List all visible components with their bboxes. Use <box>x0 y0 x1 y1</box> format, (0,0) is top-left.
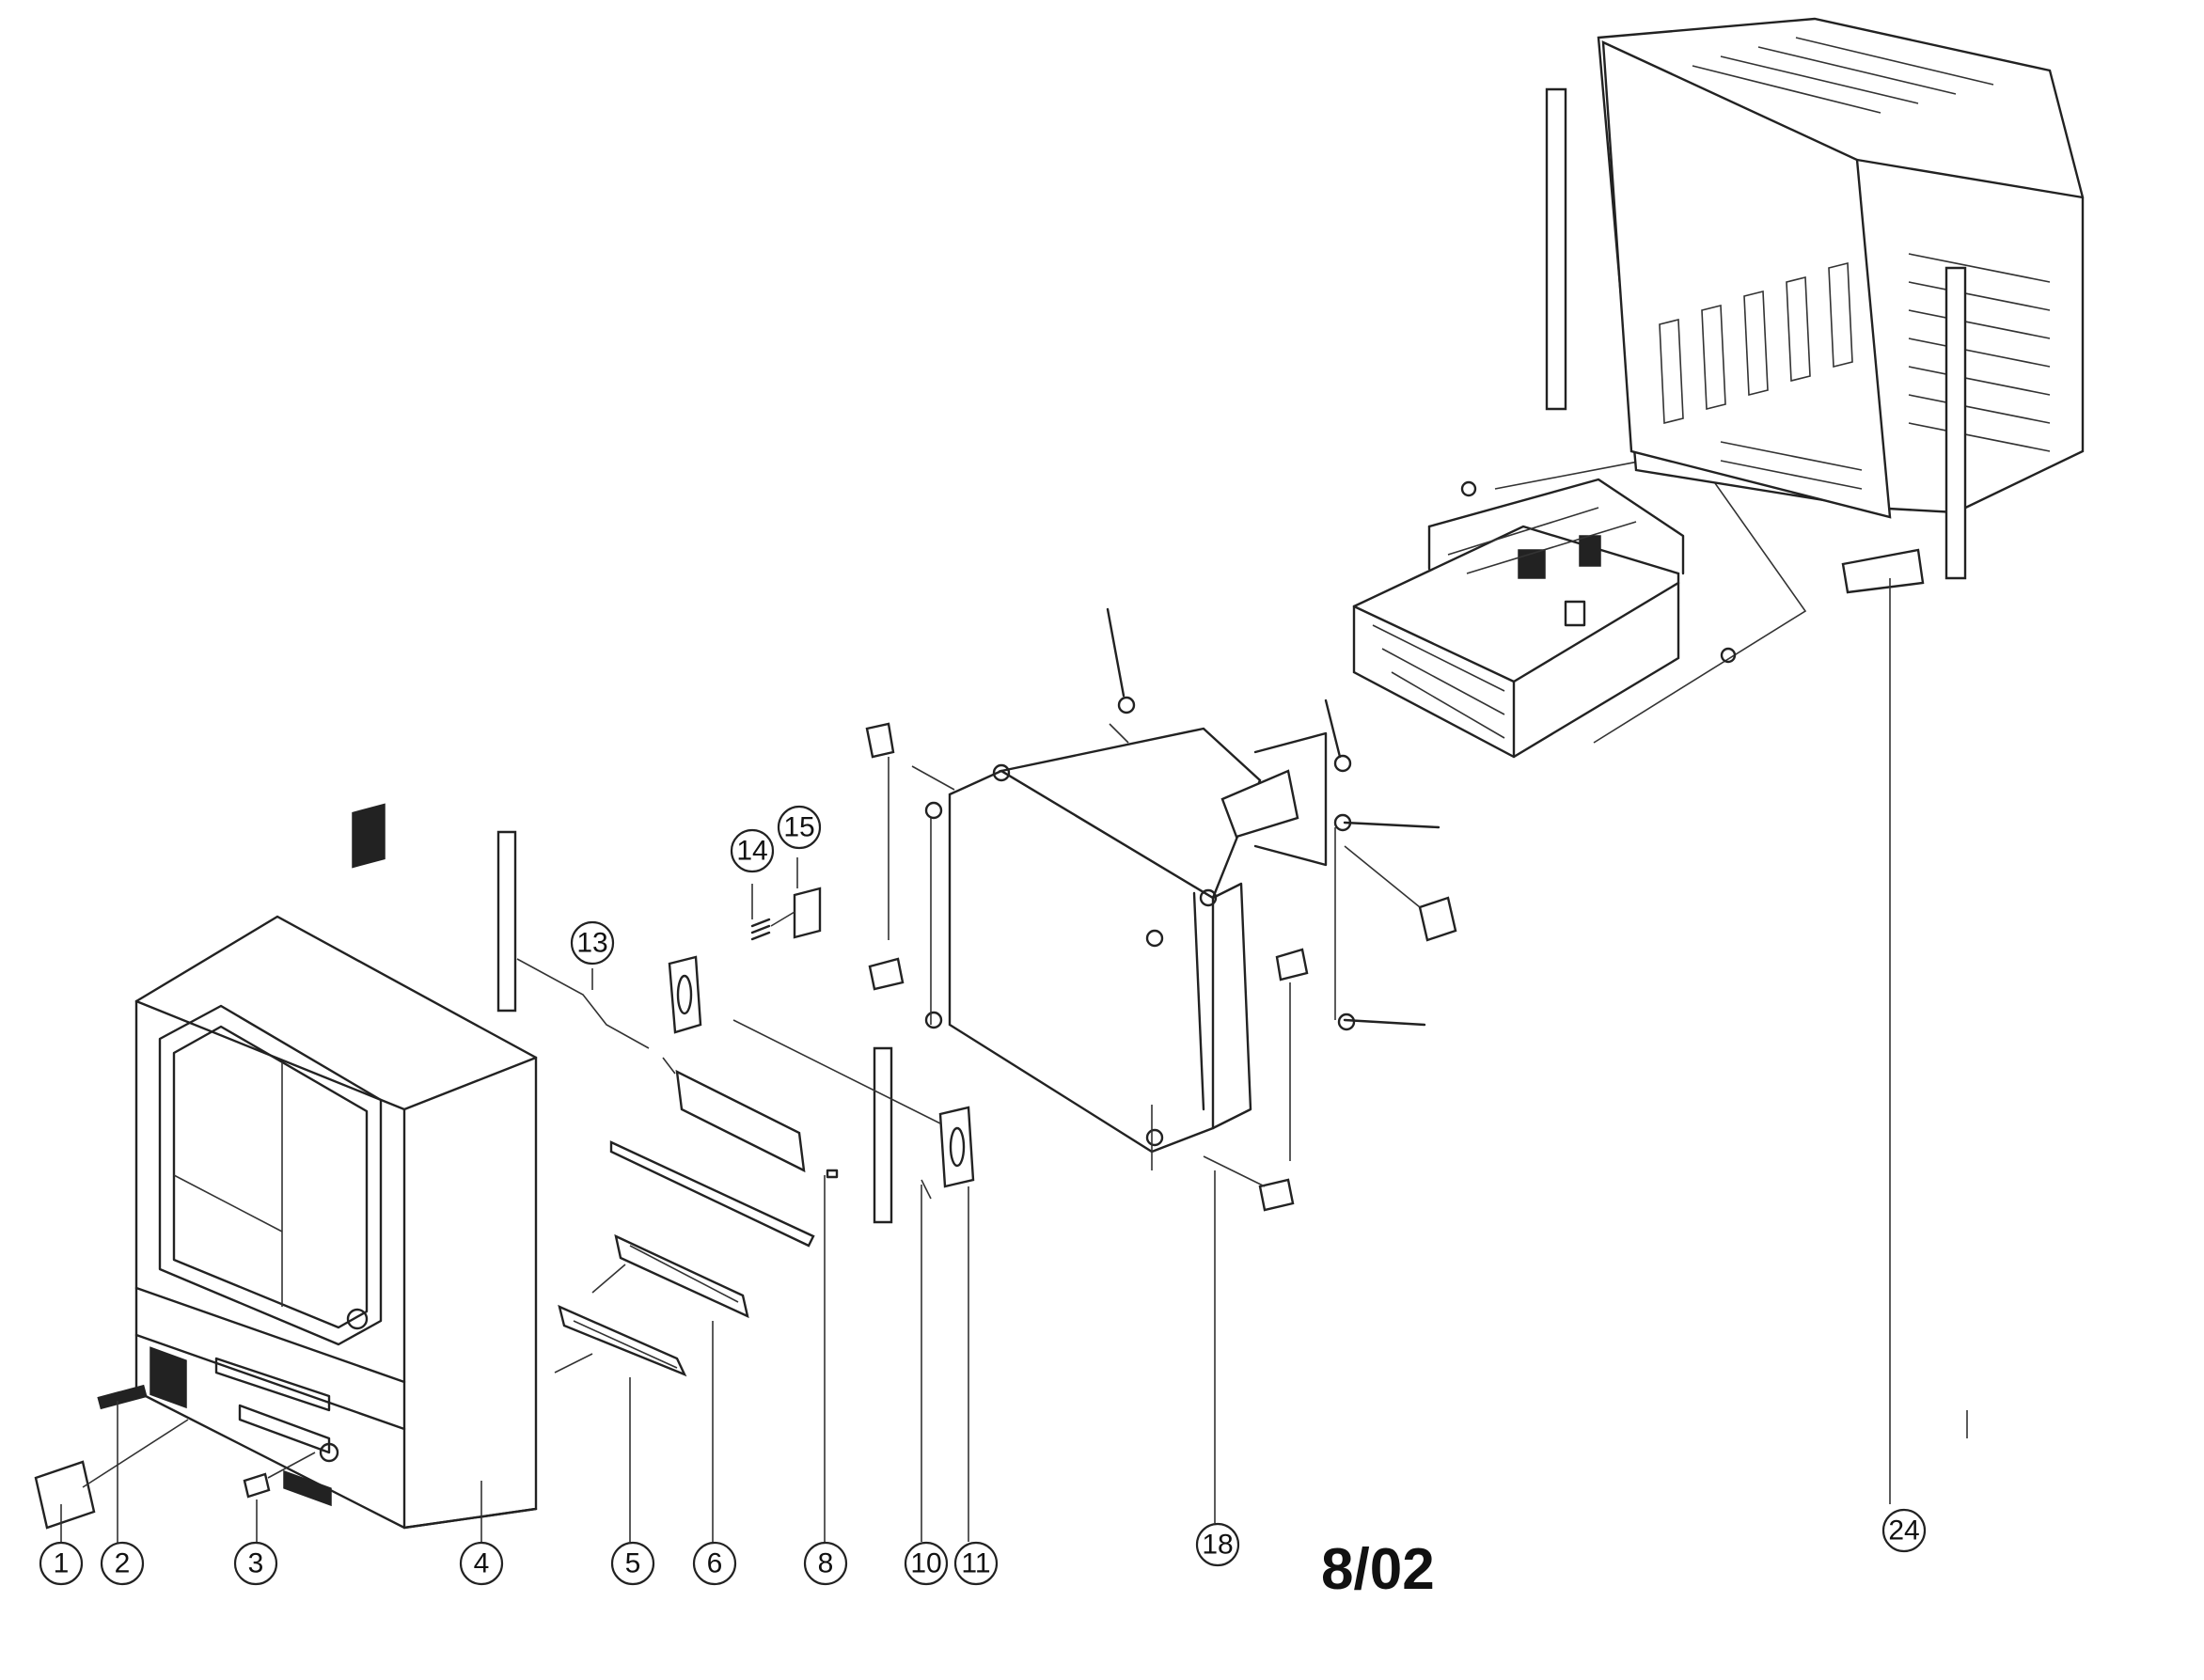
strip-parts <box>496 830 932 1224</box>
callout-label-4: 4 <box>474 1548 490 1579</box>
callout-15: 15 <box>777 805 822 850</box>
callout-13: 13 <box>570 920 615 966</box>
callout-8: 8 <box>803 1541 848 1586</box>
control-panel-part <box>591 1233 749 1319</box>
revision-date-code: 8/02 <box>1321 1537 1435 1602</box>
clip-parts <box>750 887 822 941</box>
callout-14: 14 <box>730 828 775 873</box>
back-cover-part <box>1545 17 2085 594</box>
mounting-hardware <box>865 607 1457 1212</box>
callout-24: 24 <box>1881 1508 1927 1553</box>
callout-11: 11 <box>953 1541 999 1586</box>
vent-slots <box>1659 37 2051 490</box>
callout-label-13: 13 <box>576 928 607 959</box>
callout-label-10: 10 <box>910 1548 941 1579</box>
button-strip-part <box>554 1304 687 1377</box>
window-panel-part <box>609 1057 839 1248</box>
callout-label-18: 18 <box>1202 1530 1233 1561</box>
callout-1: 1 <box>39 1541 84 1586</box>
front-cabinet-part <box>134 803 538 1530</box>
callout-2: 2 <box>100 1541 145 1586</box>
callout-label-24: 24 <box>1888 1515 1919 1547</box>
callout-6: 6 <box>692 1541 737 1586</box>
callout-label-5: 5 <box>625 1548 641 1579</box>
chassis-part <box>1352 450 1807 759</box>
callout-3: 3 <box>233 1541 278 1586</box>
callout-label-1: 1 <box>54 1548 70 1579</box>
callout-4: 4 <box>459 1541 504 1586</box>
callout-label-3: 3 <box>248 1548 264 1579</box>
badge-part <box>97 1384 148 1410</box>
cable-part <box>516 958 650 1049</box>
callout-18: 18 <box>1195 1522 1240 1567</box>
callout-label-2: 2 <box>115 1548 131 1579</box>
callout-label-11: 11 <box>961 1548 990 1579</box>
callout-label-15: 15 <box>783 812 814 843</box>
callout-label-8: 8 <box>818 1548 834 1579</box>
callout-label-6: 6 <box>707 1548 723 1579</box>
leader-lines <box>60 578 1968 1547</box>
door-part <box>34 1419 189 1530</box>
picture-tube-part <box>911 723 1328 1170</box>
knob-part <box>243 1452 316 1499</box>
callout-10: 10 <box>904 1541 949 1586</box>
speaker-part <box>668 955 975 1188</box>
callout-5: 5 <box>610 1541 655 1586</box>
callout-label-14: 14 <box>736 836 767 867</box>
